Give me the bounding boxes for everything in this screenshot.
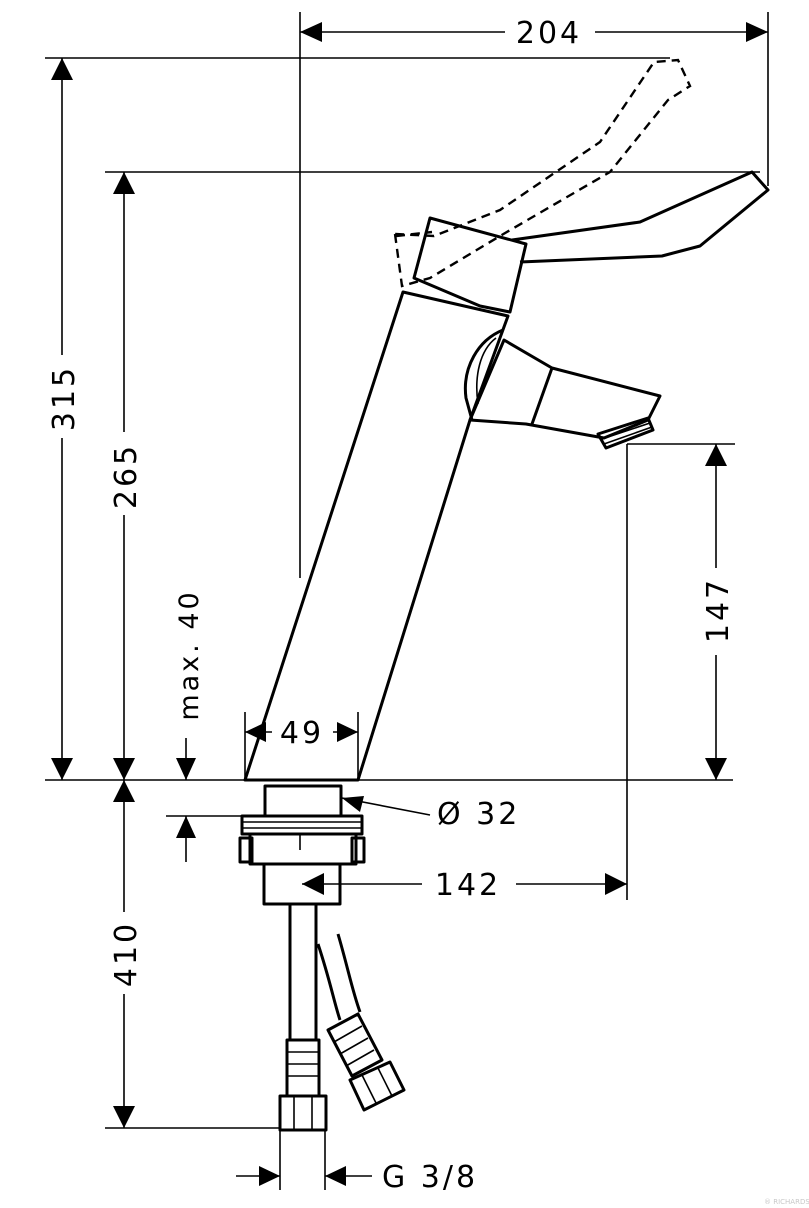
hose-fitting-angled bbox=[326, 1012, 384, 1078]
shank-upper bbox=[263, 784, 343, 818]
extension-lines bbox=[45, 12, 769, 1190]
faucet-lever bbox=[511, 170, 770, 264]
hose-fitting-straight bbox=[285, 1038, 321, 1098]
dimension-total-width: 204 bbox=[300, 16, 768, 51]
dim-label-total-height: 315 bbox=[47, 365, 82, 431]
mounting-shank bbox=[238, 784, 366, 906]
dimension-base-width: 49 bbox=[245, 716, 358, 751]
dimension-max-thickness: max. 40 bbox=[174, 589, 205, 862]
dim-label-spout-outlet-height: 147 bbox=[701, 577, 736, 643]
hose-nut-angled bbox=[348, 1060, 406, 1112]
faucet-body bbox=[243, 58, 770, 782]
dim-label-total-width: 204 bbox=[516, 16, 582, 51]
dim-label-hose-length: 410 bbox=[109, 921, 144, 987]
lever-alt-position bbox=[393, 58, 692, 288]
dimension-shank-diameter: Ø 32 bbox=[341, 796, 520, 832]
dim-label-base-width: 49 bbox=[280, 716, 324, 751]
dim-label-shank-diameter: Ø 32 bbox=[437, 797, 520, 832]
dimension-connection-thread: G 3/8 bbox=[236, 1160, 478, 1195]
faucet-spout bbox=[468, 338, 662, 440]
spout-aerator bbox=[596, 416, 655, 450]
dim-label-max-thickness: max. 40 bbox=[174, 589, 205, 720]
faucet-handle bbox=[412, 216, 528, 314]
dimension-hose-length: 410 bbox=[109, 780, 144, 1128]
dim-label-connection-thread: G 3/8 bbox=[382, 1160, 478, 1195]
dimension-spout-height-top: 265 bbox=[109, 172, 144, 780]
dimension-spout-outlet-height: 147 bbox=[701, 444, 736, 780]
shank-gasket bbox=[240, 814, 364, 836]
watermark: ® RICHARDSON bbox=[764, 1198, 809, 1206]
shank-nut bbox=[248, 832, 358, 866]
dimension-spout-reach: 142 bbox=[302, 868, 627, 903]
supply-hoses bbox=[278, 904, 406, 1132]
hose-nut-straight bbox=[278, 1094, 328, 1132]
spout-joint bbox=[463, 328, 504, 421]
dim-label-spout-height-top: 265 bbox=[109, 443, 144, 509]
dim-label-spout-reach: 142 bbox=[435, 868, 501, 903]
shank-lower bbox=[262, 862, 342, 906]
dimension-total-height: 315 bbox=[47, 58, 82, 780]
